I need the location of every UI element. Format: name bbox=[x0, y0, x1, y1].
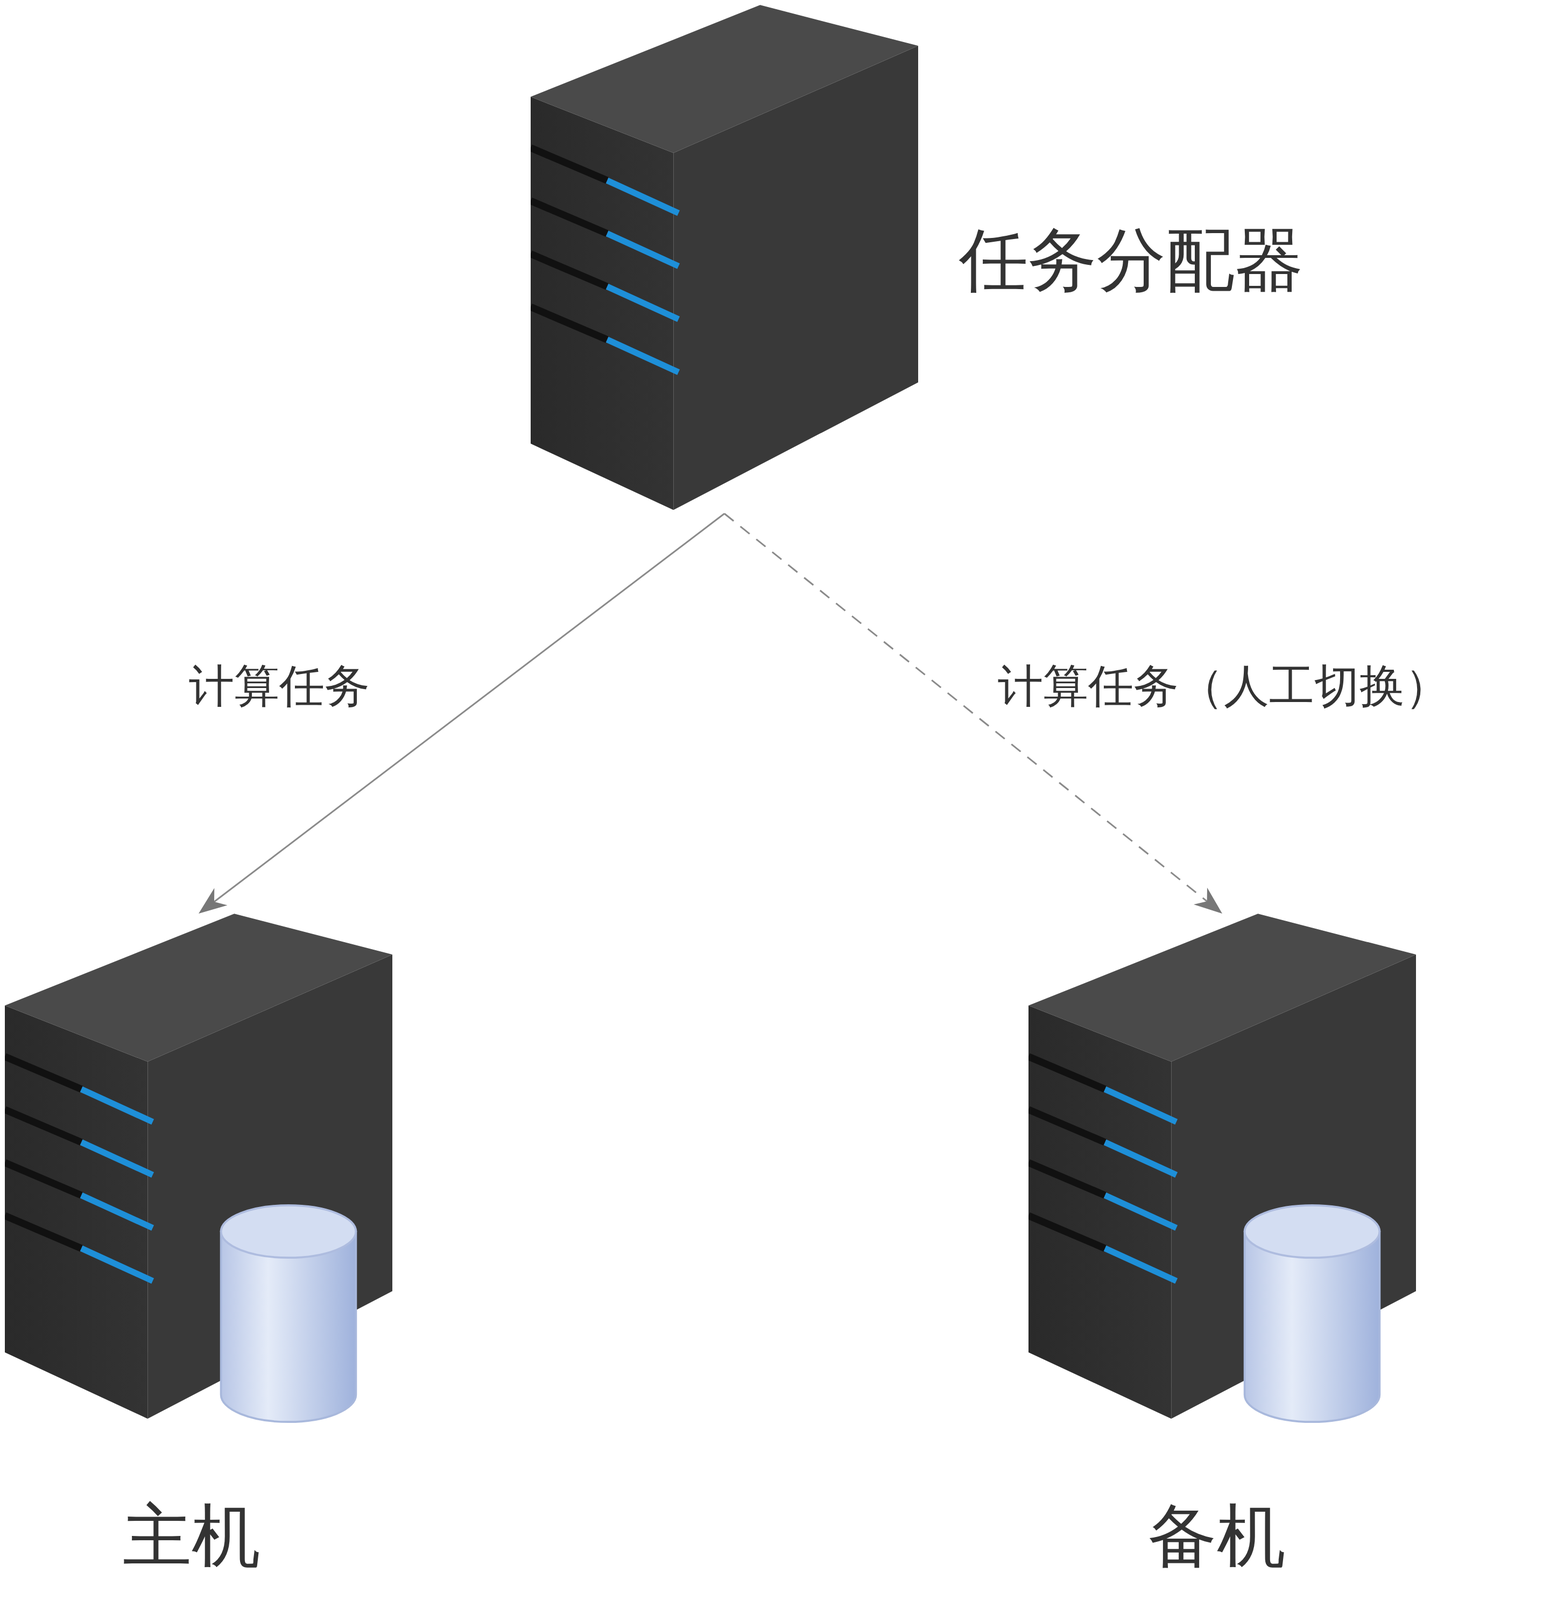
arrowhead bbox=[1193, 887, 1223, 914]
edge-label: 计算任务 bbox=[188, 663, 370, 709]
server-node: 任务分配器 bbox=[530, 4, 919, 516]
server-node: 主机 bbox=[4, 913, 393, 1424]
server-label: 备机 bbox=[1147, 1501, 1286, 1570]
server-node: 备机 bbox=[1028, 913, 1416, 1424]
server-label: 任务分配器 bbox=[959, 225, 1304, 295]
arrowhead bbox=[198, 888, 228, 914]
server-label: 主机 bbox=[122, 1501, 261, 1570]
edge-label: 计算任务（人工切换） bbox=[997, 663, 1450, 709]
